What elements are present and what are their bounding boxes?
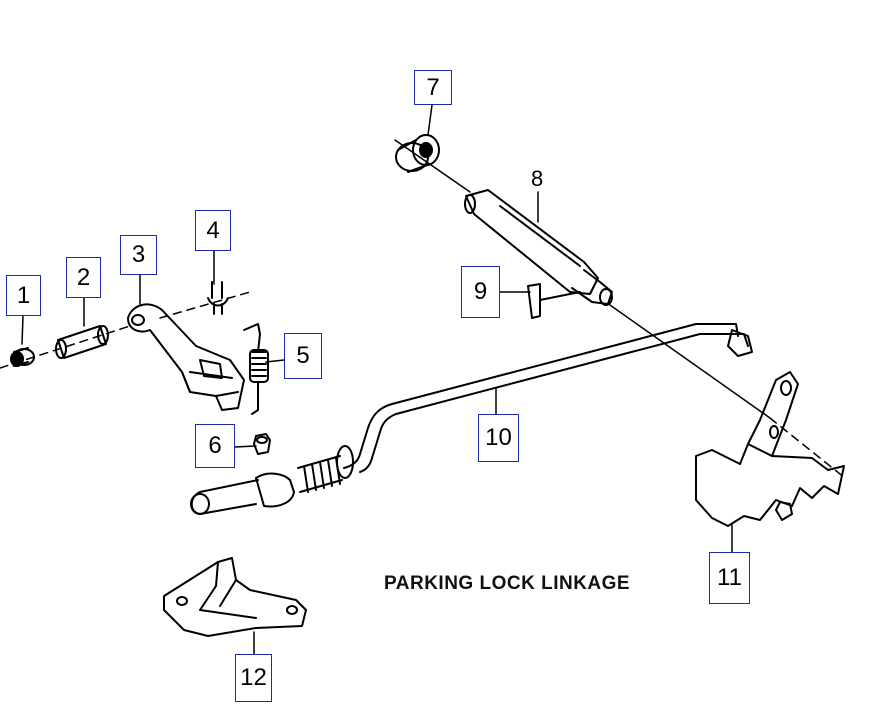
part-9-pin [527,283,581,319]
callout-4: 4 [195,210,231,251]
callout-5: 5 [284,333,322,379]
part-4-clip [207,281,229,315]
callout-6: 6 [195,424,235,468]
callout-11: 11 [709,552,750,604]
callout-2: 2 [66,257,101,298]
callout-leader-lines [21,104,733,655]
callout-12: 12 [235,654,272,702]
part-7-collar [395,134,440,173]
assembly-axis-lines [0,139,846,479]
part-8-shaft [464,189,613,306]
part-2-bushing [55,325,109,359]
part-10-actuator-rod [190,323,753,515]
part-1-nut [10,347,35,367]
callout-1: 1 [6,275,41,316]
callout-7: 7 [414,70,452,105]
diagram-caption: PARKING LOCK LINKAGE [384,573,631,594]
part-6-nut [253,433,271,455]
callout-3: 3 [120,235,157,275]
callout-9: 9 [461,266,500,318]
callout-8-label: 8 [531,166,543,191]
part-5-spring [243,323,269,415]
part-3-parking-lever [127,303,245,411]
callout-10: 10 [478,414,519,462]
part-12-bracket [163,557,307,637]
part-11-pawl-plate [695,371,845,527]
